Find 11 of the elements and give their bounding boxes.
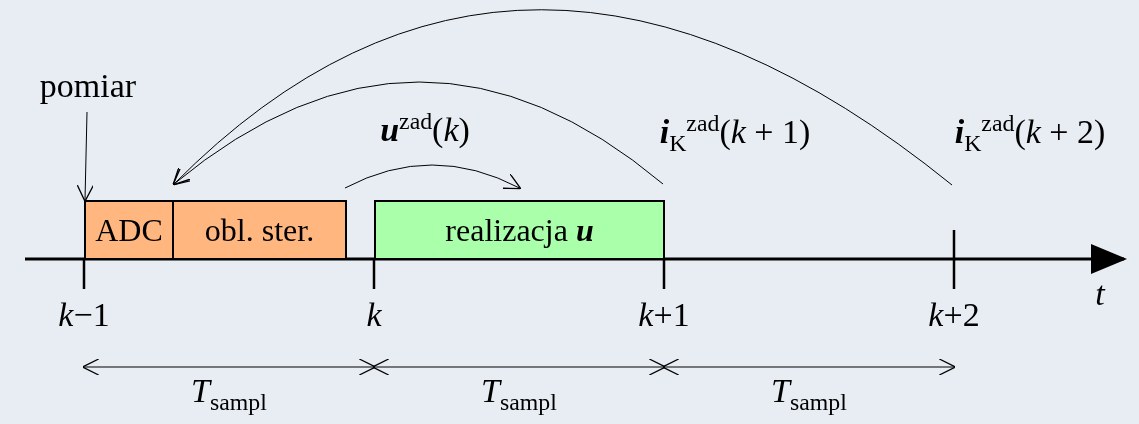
arrow (172, 81, 664, 186)
arrow (344, 164, 522, 190)
arrow (76, 111, 94, 202)
box-label: obl. ster. (204, 214, 315, 246)
box-label: realizacja u (445, 214, 594, 246)
box-label: pomiar (39, 69, 137, 103)
box-label: ADC (95, 214, 163, 246)
process-box (374, 200, 665, 260)
process-box (172, 200, 347, 260)
process-box (84, 200, 174, 260)
arrow (172, 9, 953, 186)
